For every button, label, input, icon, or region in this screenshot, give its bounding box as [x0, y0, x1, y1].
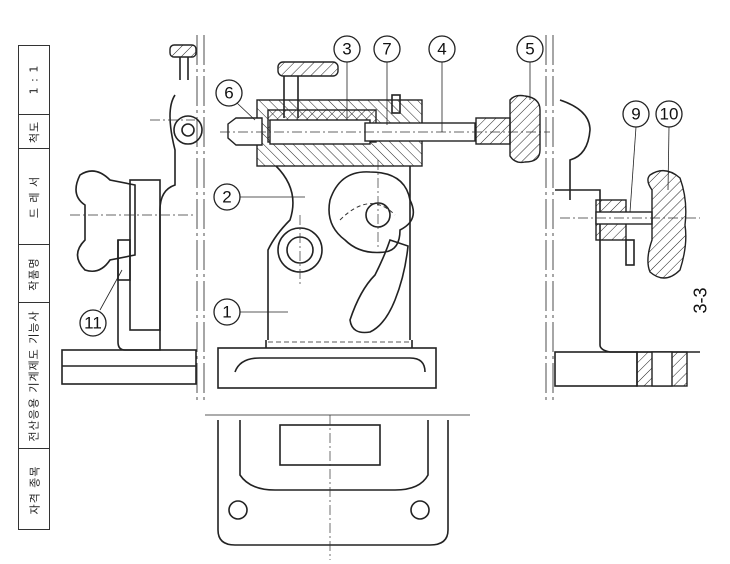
svg-text:3: 3: [342, 40, 351, 59]
balloon-9: 9: [622, 100, 650, 128]
svg-text:10: 10: [660, 105, 679, 124]
svg-text:1: 1: [222, 303, 231, 322]
balloon-10: 10: [655, 100, 683, 128]
break-lines: [196, 35, 554, 416]
svg-text:2: 2: [222, 188, 231, 207]
svg-text:4: 4: [437, 40, 446, 59]
top-view: [217, 415, 449, 560]
balloon-2: 2: [213, 183, 241, 211]
svg-text:7: 7: [382, 40, 391, 59]
right-side-view: [554, 99, 700, 387]
balloon-6: 6: [215, 79, 243, 107]
part-name-label-cell: 작품명: [19, 244, 49, 303]
svg-text:9: 9: [631, 105, 640, 124]
balloon-5: 5: [516, 35, 544, 63]
part-name-cell: 드 레 서: [19, 148, 49, 245]
front-view: [217, 61, 550, 389]
title-block: 1 : 1 척도 드 레 서 작품명 전산응용 기계제도 기능사 자격 종목: [18, 45, 50, 530]
balloon-1: 1: [213, 298, 241, 326]
balloon-3: 3: [333, 35, 361, 63]
scale-label-cell: 척도: [19, 114, 49, 149]
balloon-4: 4: [428, 35, 456, 63]
svg-text:11: 11: [84, 314, 102, 333]
balloon-11: 11: [79, 309, 107, 337]
svg-text:5: 5: [525, 40, 534, 59]
qualification-cell: 전산응용 기계제도 기능사: [19, 302, 49, 449]
balloon-7: 7: [373, 35, 401, 63]
qualification-label-cell: 자격 종목: [19, 448, 49, 530]
left-side-view: [61, 44, 203, 385]
leaders: [99, 62, 670, 313]
svg-text:6: 6: [224, 84, 233, 103]
